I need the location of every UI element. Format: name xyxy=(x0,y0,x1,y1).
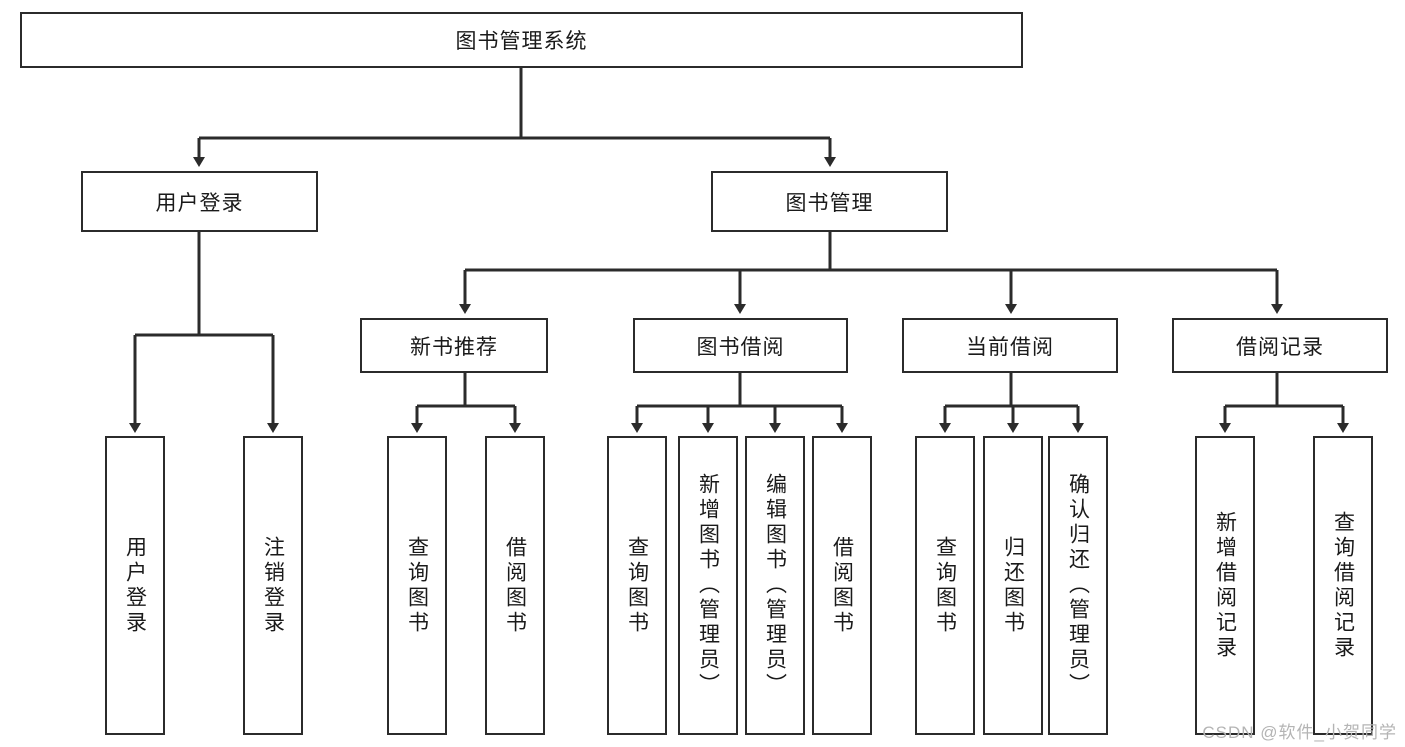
leaf-borrow-book-2-label: 借阅图书 xyxy=(830,535,854,636)
node-user-login-label: 用户登录 xyxy=(155,191,244,215)
leaf-add-borrow-record-label: 新增借阅记录 xyxy=(1213,510,1237,661)
leaf-query-book-2[interactable]: 查询图书 xyxy=(607,436,667,735)
leaf-add-book[interactable]: 新增图书（管理员） xyxy=(678,436,738,735)
leaf-return-book[interactable]: 归还图书 xyxy=(983,436,1043,735)
node-book-management-label: 图书管理 xyxy=(785,191,874,215)
node-new-book-recommend-label: 新书推荐 xyxy=(410,335,498,359)
node-book-borrow-label: 图书借阅 xyxy=(696,335,785,359)
leaf-borrow-book-1-label: 借阅图书 xyxy=(503,535,527,636)
leaf-query-book-1-label: 查询图书 xyxy=(405,535,429,636)
watermark-text: CSDN @软件_小贺同学 xyxy=(1202,723,1397,742)
node-borrow-record[interactable]: 借阅记录 xyxy=(1172,318,1388,373)
node-borrow-record-label: 借阅记录 xyxy=(1236,335,1324,359)
leaf-borrow-book-2[interactable]: 借阅图书 xyxy=(812,436,872,735)
leaf-edit-book[interactable]: 编辑图书（管理员） xyxy=(745,436,805,735)
leaf-confirm-return[interactable]: 确认归还（管理员） xyxy=(1048,436,1108,735)
leaf-logout-login-label: 注销登录 xyxy=(261,535,285,636)
node-book-borrow[interactable]: 图书借阅 xyxy=(633,318,848,373)
leaf-query-book-3-label: 查询图书 xyxy=(933,535,957,636)
leaf-logout-login[interactable]: 注销登录 xyxy=(243,436,303,735)
node-root[interactable]: 图书管理系统 xyxy=(20,12,1023,68)
leaf-add-borrow-record[interactable]: 新增借阅记录 xyxy=(1195,436,1255,735)
leaf-query-book-3[interactable]: 查询图书 xyxy=(915,436,975,735)
leaf-query-borrow-record-label: 查询借阅记录 xyxy=(1331,510,1355,661)
node-user-login[interactable]: 用户登录 xyxy=(81,171,318,232)
node-root-label: 图书管理系统 xyxy=(455,30,588,53)
node-book-management[interactable]: 图书管理 xyxy=(711,171,948,232)
leaf-add-book-label: 新增图书（管理员） xyxy=(696,473,720,698)
leaf-query-book-2-label: 查询图书 xyxy=(625,535,649,636)
node-current-borrow[interactable]: 当前借阅 xyxy=(902,318,1118,373)
leaf-edit-book-label: 编辑图书（管理员） xyxy=(763,473,787,698)
leaf-confirm-return-label: 确认归还（管理员） xyxy=(1066,473,1090,698)
leaf-query-borrow-record[interactable]: 查询借阅记录 xyxy=(1313,436,1373,735)
node-new-book-recommend[interactable]: 新书推荐 xyxy=(360,318,548,373)
leaf-return-book-label: 归还图书 xyxy=(1001,535,1025,636)
leaf-user-login-label: 用户登录 xyxy=(123,535,147,636)
leaf-query-book-1[interactable]: 查询图书 xyxy=(387,436,447,735)
leaf-user-login[interactable]: 用户登录 xyxy=(105,436,165,735)
leaf-borrow-book-1[interactable]: 借阅图书 xyxy=(485,436,545,735)
node-current-borrow-label: 当前借阅 xyxy=(966,335,1054,359)
